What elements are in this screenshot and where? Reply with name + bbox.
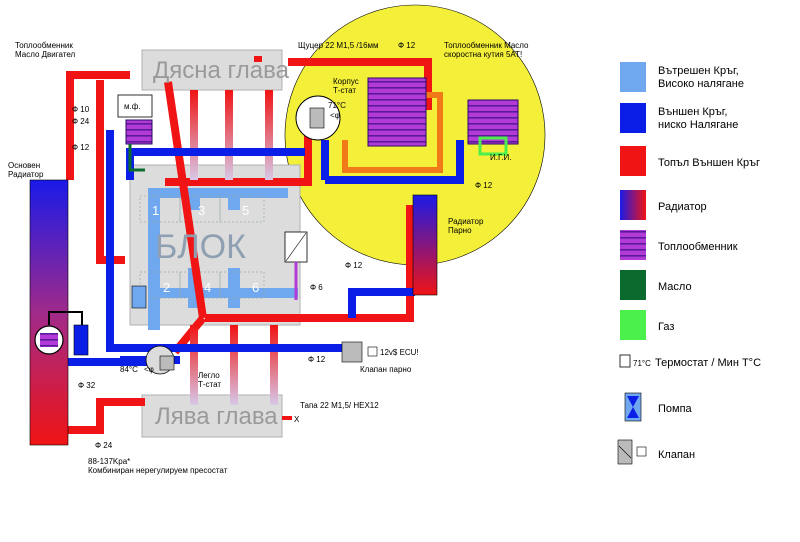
legend-swatch-oil bbox=[620, 270, 646, 300]
heater-valve-label: Клапан парно bbox=[360, 365, 412, 374]
pump-icon bbox=[131, 285, 147, 309]
igi-green-line bbox=[478, 136, 508, 156]
heater-radiator bbox=[412, 194, 438, 296]
legend-text-8: Помпа bbox=[658, 403, 693, 415]
t84-label: 84°C bbox=[120, 365, 138, 374]
fan-wire bbox=[48, 311, 83, 325]
fitting-label: Щуцер 22 М1,5 /16мм bbox=[298, 41, 379, 50]
ecu-label: 12v$ ECU! bbox=[380, 348, 419, 357]
phi12-bottom-label: Ф 12 bbox=[308, 355, 326, 364]
phi24-left-label: Ф 24 bbox=[72, 117, 90, 126]
phi24-bottom-label: Ф 24 bbox=[95, 441, 113, 450]
x-mark: X bbox=[294, 415, 300, 424]
oil-filter bbox=[117, 94, 153, 118]
legend-text-3: Радиатор bbox=[658, 201, 707, 213]
t71-label: 71°C bbox=[328, 101, 346, 110]
phi12-top-label: Ф 12 bbox=[398, 41, 416, 50]
legend-text-5: Масло bbox=[658, 281, 692, 293]
head-passages bbox=[190, 90, 278, 405]
cylinder-1: 1 bbox=[152, 203, 159, 218]
legend-text-1: Външен Кръг,ниско Налягане bbox=[658, 106, 738, 131]
legend-text-0: Вътрешен Кръг,Високо налягане bbox=[658, 65, 744, 90]
cylinder-6: 6 bbox=[252, 280, 259, 295]
right-head-label: Дясна глава bbox=[153, 57, 290, 84]
pressostat-label: 88-137Kpa*Комбиниран нерегулируем пресос… bbox=[88, 457, 228, 475]
light-thermostat bbox=[159, 355, 175, 371]
ecu-box bbox=[367, 346, 378, 357]
phi6-label: Ф 6 bbox=[310, 283, 323, 292]
legend-swatch-radiator bbox=[620, 190, 646, 220]
legend: Вътрешен Кръг,Високо налягане Външен Кръ… bbox=[617, 62, 761, 465]
hot-diagonal bbox=[164, 81, 207, 319]
oil-filter-label: м.ф. bbox=[124, 102, 141, 111]
legend-swatch-heat-exchanger bbox=[620, 230, 646, 260]
legend-thermostat-prefix: 71°C bbox=[633, 359, 651, 368]
phi12-heater-label: Ф 12 bbox=[345, 261, 363, 270]
legend-swatch-red bbox=[620, 146, 646, 176]
legend-thermostat-icon bbox=[619, 354, 631, 368]
heater-valve bbox=[341, 341, 363, 363]
phi32-label: Ф 32 bbox=[78, 381, 96, 390]
t84-phi-label: <φ bbox=[144, 365, 154, 374]
phi12-left-label: Ф 12 bbox=[72, 143, 90, 152]
legend-pump-icon bbox=[624, 392, 642, 422]
phi-symbol-label: <φ bbox=[330, 111, 340, 120]
phi12-right-label: Ф 12 bbox=[475, 181, 493, 190]
legend-swatch-light-blue bbox=[620, 62, 646, 92]
legend-text-7: Термостат / Мин T°C bbox=[655, 357, 761, 369]
gearbox-heat-exchanger bbox=[367, 77, 427, 147]
engine-block-label: БЛОК bbox=[155, 228, 246, 266]
gearbox-oil-line bbox=[342, 92, 443, 173]
legend-text-9: Клапан bbox=[658, 449, 695, 461]
oil-line bbox=[128, 144, 145, 172]
cylinder-4: 4 bbox=[204, 280, 211, 295]
hot-circuit bbox=[66, 56, 432, 434]
legend-text-6: Газ bbox=[658, 321, 674, 333]
legend-swatch-blue bbox=[620, 103, 646, 133]
pressostat-box bbox=[40, 333, 58, 347]
plug-label: Тапа 22 М1,5/ HEX12 bbox=[300, 401, 379, 410]
engine-oil-exchanger bbox=[125, 119, 153, 145]
left-head-label: Лява глава bbox=[155, 403, 278, 430]
cylinder-2: 2 bbox=[163, 280, 170, 295]
legend-text-4: Топлообменник bbox=[658, 241, 738, 253]
phi10-label: Ф 10 bbox=[72, 105, 90, 114]
legend-text-2: Топъл Външен Кръг bbox=[658, 157, 760, 169]
fan-switch bbox=[73, 324, 89, 356]
cylinder-5: 5 bbox=[242, 203, 249, 218]
igi-label: И.Г.И. bbox=[490, 153, 512, 162]
cylinder-3: 3 bbox=[198, 203, 205, 218]
left-head bbox=[141, 394, 283, 438]
legend-swatch-gas bbox=[620, 310, 646, 340]
thermostat-icon bbox=[309, 107, 325, 129]
legend-valve-icon bbox=[617, 439, 647, 465]
